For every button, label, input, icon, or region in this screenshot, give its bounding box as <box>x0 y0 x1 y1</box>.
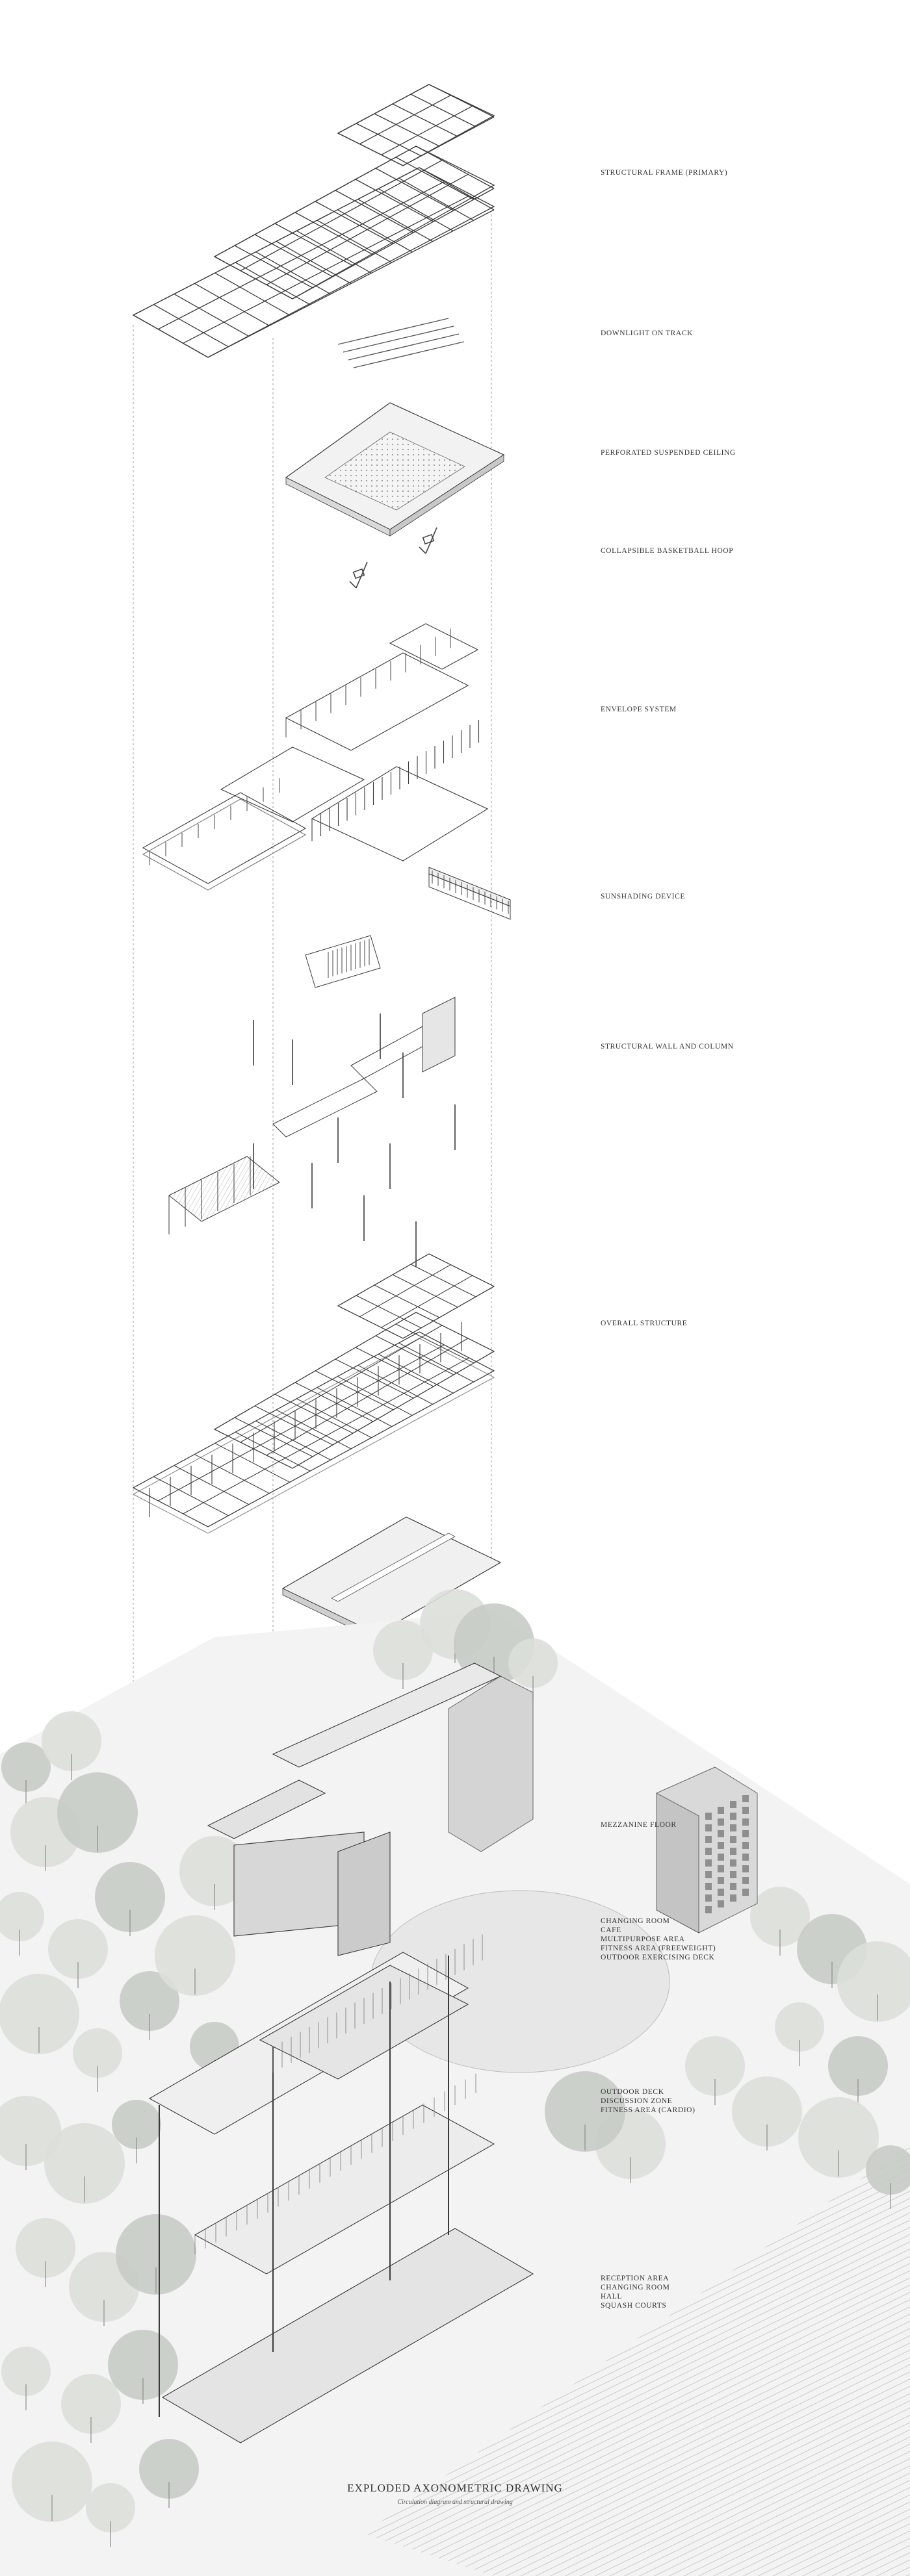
structural-wall-column <box>168 935 456 1267</box>
label-wall-column: STRUCTURAL WALL AND COLUMN <box>601 1043 734 1051</box>
level-upper-item: CAFE <box>601 1926 621 1934</box>
mezzanine-slab <box>281 1516 502 1641</box>
label-envelope: ENVELOPE SYSTEM <box>601 706 677 713</box>
level-ground-item: HALL <box>601 2293 623 2301</box>
label-overall-structure: OVERALL STRUCTURE <box>601 1320 688 1327</box>
level-ground-item: CHANGING ROOM <box>601 2284 670 2291</box>
level-upper-item: FITNESS AREA (FREEWEIGHT) <box>601 1945 716 1952</box>
drawing-subtitle: Circulation diagram and structural drawi… <box>397 2499 513 2506</box>
label-structural-frame: STRUCTURAL FRAME (PRIMARY) <box>601 169 728 177</box>
site-context <box>0 1589 910 2576</box>
label-mezzanine: MEZZANINE FLOOR <box>601 1821 677 1829</box>
level-upper-item: OUTDOOR EXERCISING DECK <box>601 1954 715 1961</box>
level-upper-item: CHANGING ROOM <box>601 1917 670 1925</box>
envelope-system <box>142 623 489 891</box>
level-mid-item: DISCUSSION ZONE <box>601 2097 673 2105</box>
downlight-track <box>337 318 465 368</box>
level-mid-item: FITNESS AREA (CARDIO) <box>601 2106 696 2114</box>
structural-frame <box>132 84 495 358</box>
label-basketball-hoop: COLLAPSIBLE BASKETBALL HOOP <box>601 547 734 555</box>
label-sunshading: SUNSHADING DEVICE <box>601 893 685 900</box>
sunshading-device <box>328 867 511 978</box>
label-level-mid: OUTDOOR DECK DISCUSSION ZONE FITNESS ARE… <box>601 2087 696 2115</box>
overall-structure <box>132 1253 495 1534</box>
drawing-title: EXPLODED AXONOMETRIC DRAWING <box>347 2482 563 2494</box>
perforated-ceiling <box>285 402 505 537</box>
alignment-lines <box>133 214 492 1884</box>
label-downlight: DOWNLIGHT ON TRACK <box>601 329 693 337</box>
basketball-hoops <box>349 527 437 589</box>
building-stack <box>148 1663 534 2443</box>
label-level-upper: CHANGING ROOM CAFE MULTIPURPOSE AREA FIT… <box>601 1917 716 1962</box>
level-mid-item: OUTDOOR DECK <box>601 2088 664 2096</box>
level-ground-item: RECEPTION AREA <box>601 2275 670 2282</box>
level-ground-item: SQUASH COURTS <box>601 2302 667 2310</box>
label-level-ground: RECEPTION AREA CHANGING ROOM HALL SQUASH… <box>601 2274 670 2310</box>
level-upper-item: MULTIPURPOSE AREA <box>601 1935 685 1943</box>
label-ceiling: PERFORATED SUSPENDED CEILING <box>601 449 736 457</box>
